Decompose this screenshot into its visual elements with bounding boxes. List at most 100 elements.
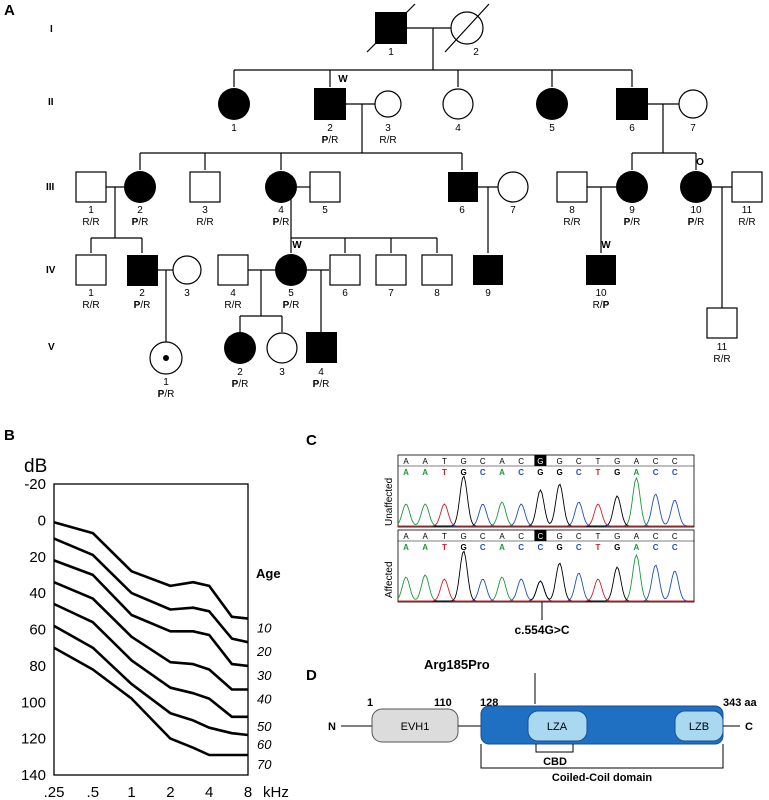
lzb-label: LZB [689, 721, 709, 733]
mutation-label: c.554G>C [514, 623, 569, 637]
called-base: T [596, 468, 601, 477]
individual-number: 5 [322, 205, 328, 216]
base-letter: C [480, 532, 486, 541]
generation-labels: I II III IV V [46, 24, 56, 353]
individual-iv-11: 11 R/R [706, 307, 738, 365]
called-base: T [442, 543, 447, 552]
cbd-bracket [535, 744, 574, 753]
unaffected-label: Unaffected [384, 478, 395, 526]
age-label: 10 [257, 621, 272, 636]
individual-number: 5 [549, 123, 555, 134]
called-base: G [556, 543, 562, 552]
individual-ii-7: 7 [678, 89, 708, 134]
individual-iv-3: 3 [172, 255, 202, 299]
x-axis-label: kHz [263, 784, 289, 800]
plot-frame [53, 483, 249, 776]
individual-number: 6 [459, 205, 465, 216]
genotype: R/R [738, 217, 755, 228]
individual-number: 1 [88, 288, 94, 299]
individual-iii-9: 9 P/R [616, 171, 648, 228]
individual-iii-7: 7 [497, 171, 529, 216]
base-letter: T [596, 457, 601, 466]
individual-iii-10: O 10 P/R [680, 157, 712, 228]
lza-label: LZA [547, 721, 568, 733]
individual-number: 2 [327, 123, 333, 134]
gen-label-5: V [48, 342, 55, 353]
age-label: 50 [257, 719, 272, 734]
individual-i-2: 2 [444, 3, 490, 58]
individual-number: 3 [184, 288, 190, 299]
genotype: R/P [593, 300, 610, 311]
individual-number: 9 [629, 205, 635, 216]
individual-iii-1: 1 R/R [75, 171, 107, 228]
age-label: 60 [257, 737, 272, 752]
age-label: 40 [257, 692, 272, 707]
individual-v-2: 2 P/R [224, 332, 256, 390]
base-letter: G [556, 532, 562, 541]
called-base: G [537, 468, 543, 477]
individual-i-1: 1 [366, 3, 416, 58]
called-base: T [442, 468, 447, 477]
individual-number: 8 [434, 288, 440, 299]
pos-110: 110 [434, 697, 452, 709]
individual-number: 10 [690, 205, 702, 216]
called-base: C [538, 543, 544, 552]
panel-label-d: D [306, 667, 317, 684]
genotype: P/R [322, 135, 339, 146]
carrier-dot [163, 355, 169, 361]
base-letter: A [423, 532, 429, 541]
genotype: R/R [82, 217, 99, 228]
individual-iv-5: W 5 P/R [275, 240, 307, 311]
x-tick-label: 4 [205, 784, 213, 800]
called-base: C [576, 543, 582, 552]
individual-number: 4 [230, 288, 236, 299]
age-label: 70 [257, 757, 272, 772]
lza-domain [527, 710, 588, 742]
individual-number: 6 [629, 123, 635, 134]
individual-iv-6: 6 [329, 254, 361, 299]
called-base: G [556, 468, 562, 477]
individual-ii-5: 5 [536, 88, 568, 134]
individual-number: 2 [137, 205, 143, 216]
gen-label-3: III [46, 182, 55, 193]
base-letter: A [499, 457, 505, 466]
coiled-coil-bracket [480, 744, 724, 769]
called-base: C [653, 543, 659, 552]
individual-number: 10 [595, 288, 607, 299]
cbd-label: CBD [543, 756, 567, 768]
panel-label-a: A [4, 2, 15, 19]
individual-ii-4: 4 [442, 88, 474, 134]
called-base: A [403, 543, 409, 552]
highlight-box [534, 530, 547, 541]
genotype: P/R [134, 300, 151, 311]
called-base: A [403, 468, 409, 477]
panel-label-b: B [4, 427, 15, 444]
gen-label-2: II [48, 97, 54, 108]
x-tick-label: 1 [127, 784, 135, 800]
called-base: A [422, 543, 428, 552]
individual-iv-1: 1 R/R [75, 254, 107, 311]
origin-mark: O [696, 157, 704, 168]
individual-number: 1 [88, 205, 94, 216]
y-tick-label: 20 [29, 549, 46, 566]
affected-label: Affected [384, 561, 395, 598]
base-letter: A [634, 457, 640, 466]
individual-ii-2: W 2 P/R [314, 74, 348, 146]
individual-ii-6: 6 [616, 88, 648, 134]
individual-iii-5: 5 [309, 171, 341, 216]
called-base: T [596, 543, 601, 552]
called-base: C [480, 468, 486, 477]
called-base: C [518, 543, 524, 552]
base-letter: G [537, 457, 543, 466]
individual-iv-2: 2 P/R [127, 255, 158, 311]
individual-number: 4 [278, 205, 284, 216]
individual-number: 7 [388, 288, 394, 299]
genotype: R/R [224, 300, 241, 311]
individual-number: 6 [342, 288, 348, 299]
individual-v-4: 4 P/R [306, 332, 337, 390]
base-letter: G [460, 532, 466, 541]
called-base: C [672, 468, 678, 477]
